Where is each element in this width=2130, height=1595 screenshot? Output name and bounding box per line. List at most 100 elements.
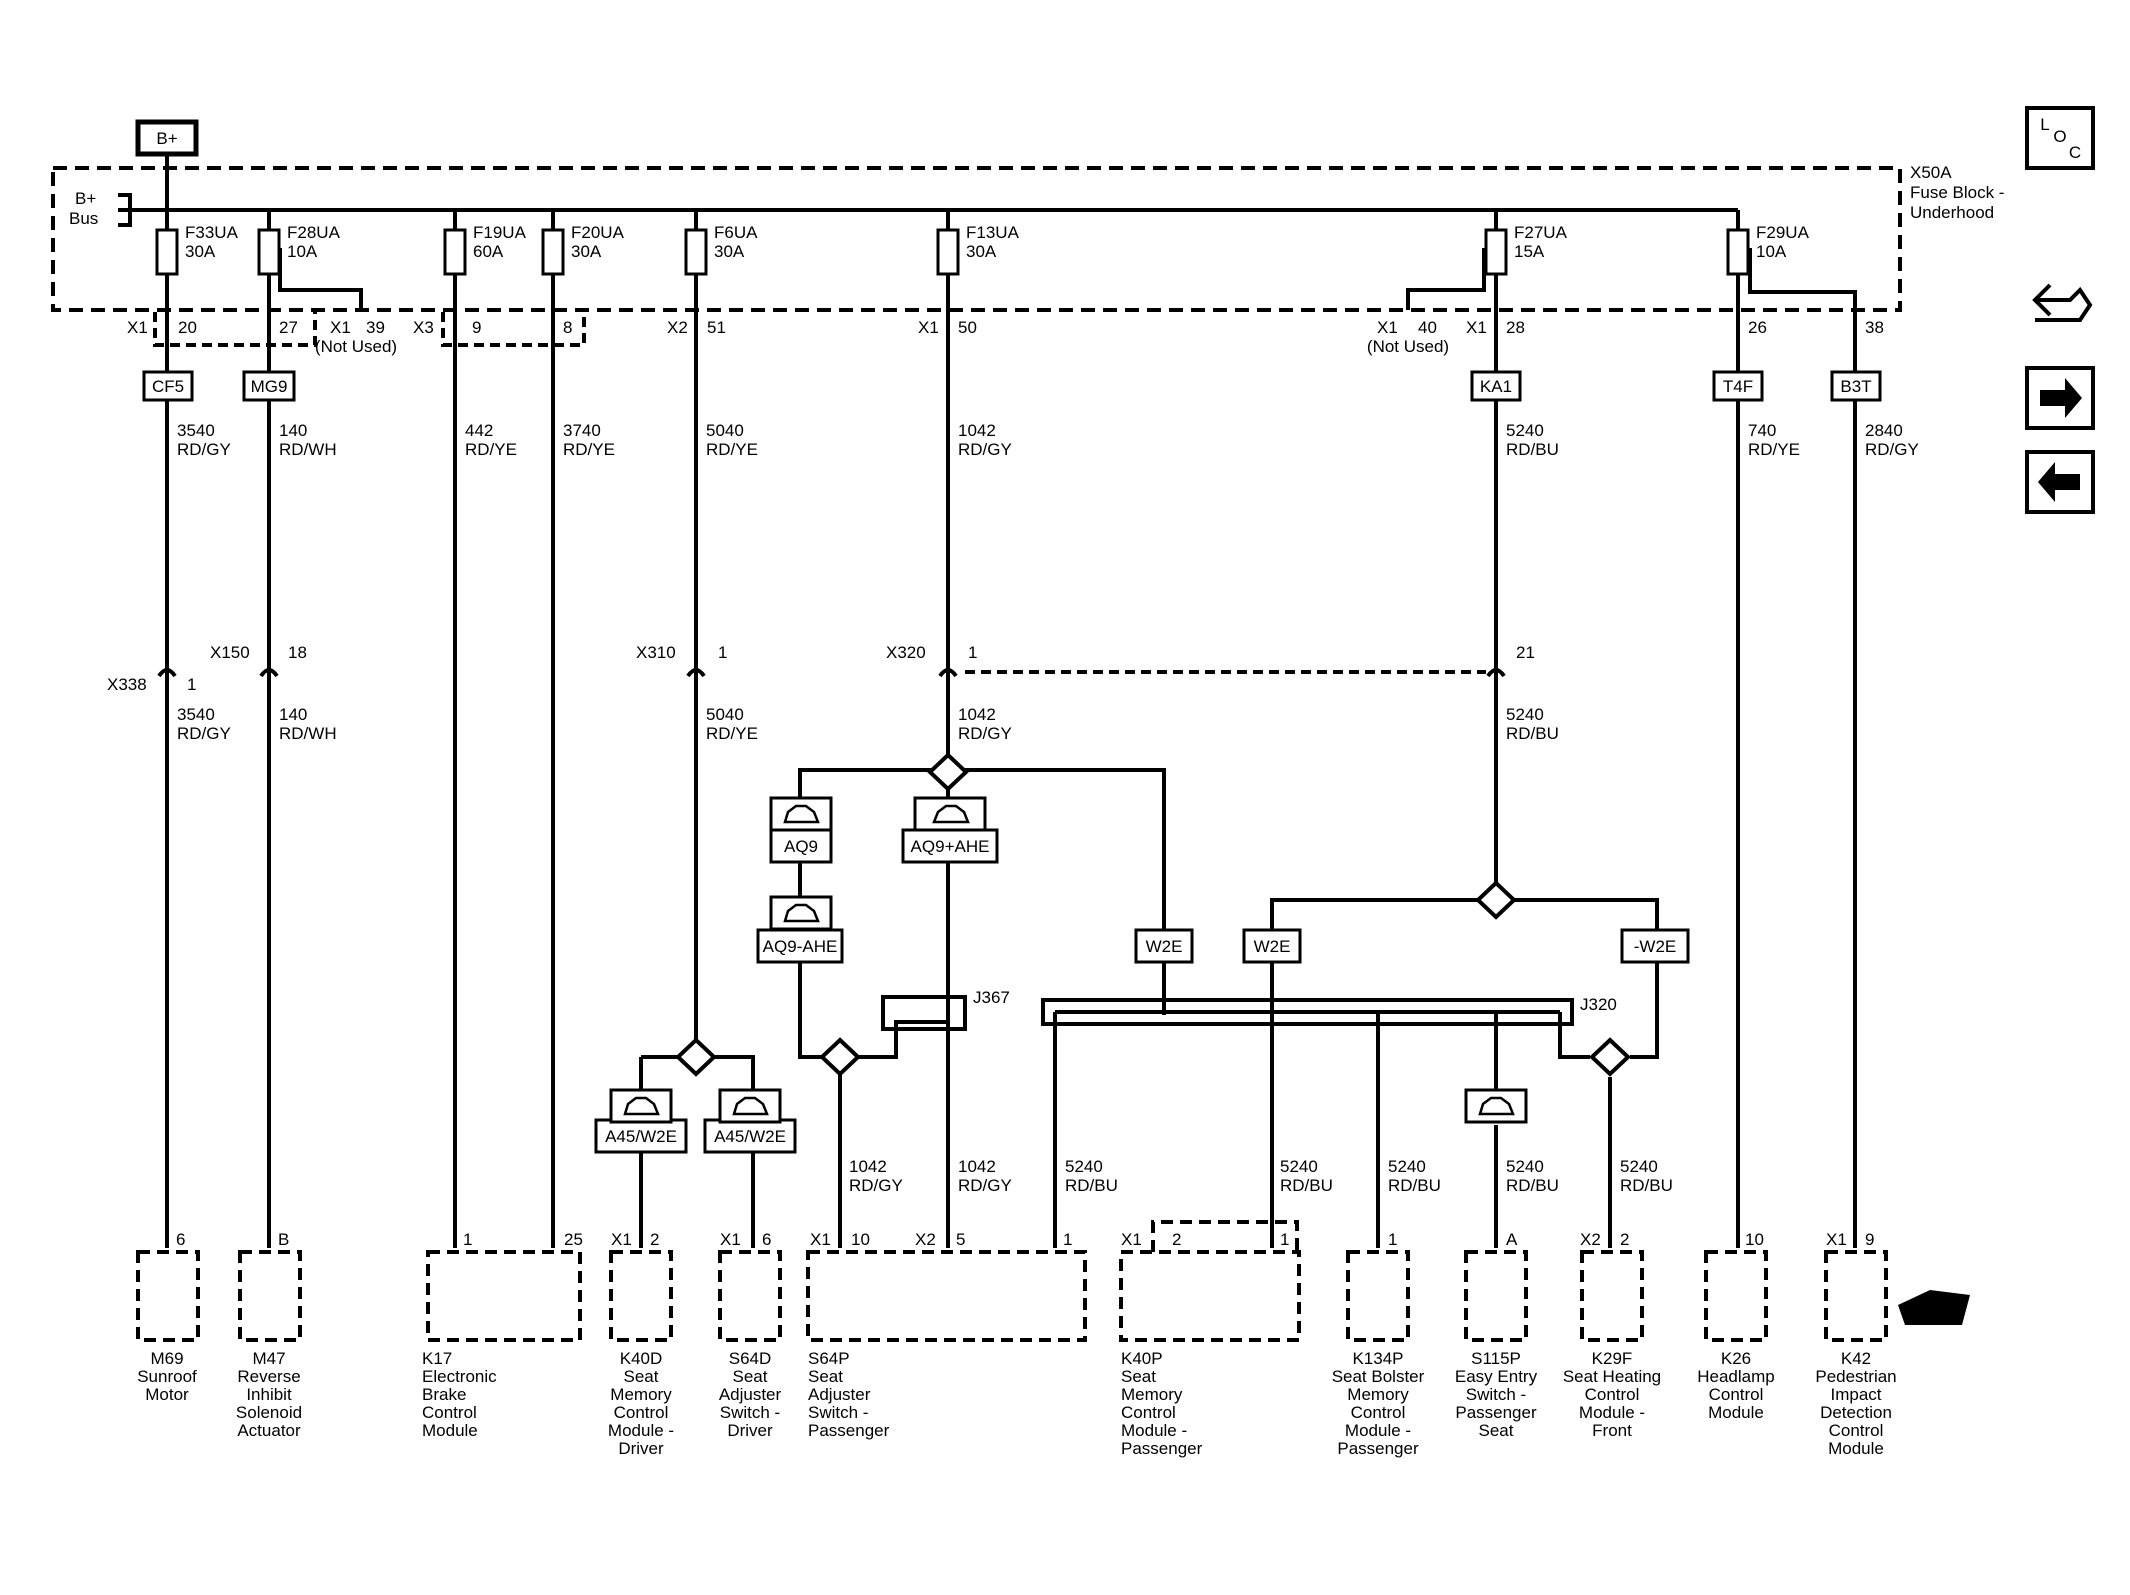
component-desc: Module -: [608, 1421, 674, 1440]
wire-color: RD/YE: [706, 440, 758, 459]
wire-color: RD/YE: [563, 440, 615, 459]
component-s64p-box: [806, 1250, 1087, 1342]
forward-arrow-button[interactable]: [2025, 366, 2095, 430]
fuse-block-outline: [51, 166, 1902, 312]
splice-label: J320: [1580, 995, 1617, 1014]
forward-arrow-icon: [2040, 378, 2082, 418]
splice-label: J367: [973, 988, 1010, 1007]
connector-icon[interactable]: [2032, 283, 2093, 322]
component-pin: 5: [956, 1230, 965, 1249]
wire-color: RD/YE: [706, 724, 758, 743]
component-desc: Seat Heating: [1563, 1367, 1661, 1386]
component-pin: 1: [463, 1230, 472, 1249]
option-label: AQ9: [784, 837, 818, 856]
component-pin: 10: [851, 1230, 870, 1249]
component-desc: Actuator: [237, 1421, 301, 1440]
component-connector: X2: [915, 1230, 936, 1249]
circuit-box-label: CF5: [152, 377, 184, 396]
component-connector: X1: [1826, 1230, 1847, 1249]
splice-j367-box: [881, 995, 967, 1031]
wire-circuit: 2840: [1865, 421, 1903, 440]
fuse-f19ua: [443, 228, 467, 276]
component-desc: Adjuster: [719, 1385, 782, 1404]
component-id: S64P: [808, 1349, 850, 1368]
wire-circuit: 140: [279, 421, 307, 440]
vehicle-option-icon: [913, 796, 987, 832]
fuse-block-id: X50A: [1910, 163, 1952, 182]
vehicle-option-icon: [769, 796, 833, 832]
component-desc: Passenger: [1337, 1439, 1419, 1458]
wire-color: RD/GY: [177, 440, 231, 459]
component-pin: 6: [762, 1230, 771, 1249]
wire-color: RD/GY: [958, 1176, 1012, 1195]
fuse-block-name: Fuse Block -: [1910, 183, 2004, 202]
component-pin: A: [1506, 1230, 1518, 1249]
component-desc: Control: [1585, 1385, 1640, 1404]
bus-label: Bus: [69, 209, 98, 228]
component-desc: Control: [1351, 1403, 1406, 1422]
component-pin: 1: [1063, 1230, 1072, 1249]
wire-circuit: 5240: [1506, 421, 1544, 440]
wire-color: RD/YE: [1748, 440, 1800, 459]
wire-color: RD/YE: [465, 440, 517, 459]
connector-id: X1: [330, 318, 351, 337]
component-desc: Seat: [624, 1367, 659, 1386]
component-pin: B: [278, 1230, 289, 1249]
component-k42-box: [1824, 1250, 1888, 1342]
loc-button[interactable]: [2025, 106, 2095, 170]
component-desc: Module: [422, 1421, 478, 1440]
inline-connector-id: X320: [886, 643, 926, 662]
component-desc: Module -: [1345, 1421, 1411, 1440]
fuse-f27ua: [1484, 228, 1508, 276]
wire-color: RD/BU: [1065, 1176, 1118, 1195]
wire-circuit: 1042: [958, 705, 996, 724]
connector-id: X1: [127, 318, 148, 337]
splice-diamond: [1475, 880, 1517, 920]
component-desc: Driver: [727, 1421, 773, 1440]
wire-circuit: 5040: [706, 421, 744, 440]
wire-color: RD/WH: [279, 440, 337, 459]
pin-number: 28: [1506, 318, 1525, 337]
back-arrow-icon: [2038, 462, 2080, 502]
fuse-f20ua: [541, 228, 565, 276]
splice-diamond: [819, 1037, 861, 1077]
wire-circuit: 5240: [1388, 1157, 1426, 1176]
wire-color: RD/GY: [958, 724, 1012, 743]
component-desc: Driver: [618, 1439, 664, 1458]
wire-color: RD/BU: [1506, 724, 1559, 743]
component-desc: Seat: [808, 1367, 843, 1386]
fuse-name: F28UA: [287, 223, 341, 242]
loc-letter: O: [2053, 127, 2066, 146]
pin-number: 26: [1748, 318, 1767, 337]
wire-color: RD/BU: [1388, 1176, 1441, 1195]
pedestrian-impact-icon: [1898, 1290, 1970, 1325]
back-arrow-button[interactable]: [2025, 450, 2095, 514]
wire-circuit: 3540: [177, 705, 215, 724]
wire-circuit: 442: [465, 421, 493, 440]
bus-label: B+: [75, 189, 96, 208]
splice-j320-box: [1041, 998, 1574, 1026]
circuit-box-label: B3T: [1840, 377, 1871, 396]
component-id: M47: [252, 1349, 285, 1368]
component-pin: 2: [650, 1230, 659, 1249]
wire-circuit: 5240: [1620, 1157, 1658, 1176]
connector-id: X3: [413, 318, 434, 337]
wire-circuit: 5040: [706, 705, 744, 724]
component-k40d-box: [609, 1250, 673, 1342]
vehicle-option-icon: [718, 1088, 782, 1124]
component-desc: Headlamp: [1697, 1367, 1775, 1386]
component-desc: Control: [614, 1403, 669, 1422]
component-id: K40P: [1121, 1349, 1163, 1368]
component-k26-box: [1704, 1250, 1768, 1342]
inline-connector-id: X310: [636, 643, 676, 662]
component-desc: Control: [1121, 1403, 1176, 1422]
component-desc: Switch -: [1466, 1385, 1526, 1404]
loc-letter: L: [2040, 115, 2049, 134]
component-desc: Electronic: [422, 1367, 497, 1386]
component-desc: Inhibit: [246, 1385, 292, 1404]
component-pin: 25: [564, 1230, 583, 1249]
component-id: M69: [150, 1349, 183, 1368]
component-desc: Sunroof: [137, 1367, 197, 1386]
option-label: AQ9-AHE: [763, 937, 838, 956]
